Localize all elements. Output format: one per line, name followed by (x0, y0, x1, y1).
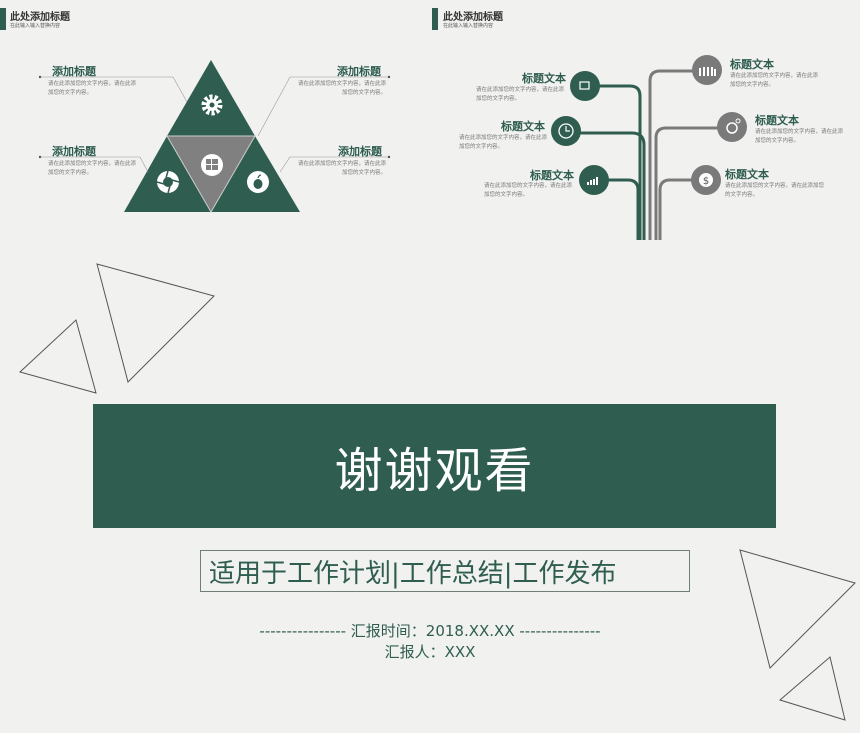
people-icon (692, 55, 722, 85)
item-desc: 请在此添加您的文字内容，请在此添加您的文字内容。 (725, 183, 825, 198)
item-desc: 请在此添加您的文字内容，请在此添加您的文字内容。 (755, 129, 844, 144)
clock-icon (551, 116, 581, 146)
item-label: 标题文本 (725, 168, 769, 181)
thanks-title: 谢谢观看 (334, 443, 535, 499)
slide-subtitle: 在此输入输入替换内容 (443, 23, 494, 29)
item-desc: 请在此添加您的文字内容，请在此添加您的文字内容。 (476, 87, 565, 102)
slide-thumbnail-tree[interactable]: 此处添加标题 在此输入输入替换内容 $ 标题文本 请在此添加您的文字内容，请在此… (430, 0, 860, 240)
item-label: 添加标题 (52, 65, 96, 78)
item-desc: 请在此添加您的文字内容，请在此添加您的文字内容。 (48, 161, 137, 176)
item-desc: 请在此添加您的文字内容，请在此添加您的文字内容。 (730, 73, 819, 88)
slide-title: 此处添加标题 (443, 12, 503, 23)
item-desc: 请在此添加您的文字内容，请在此添加您的文字内容。 (48, 81, 137, 96)
connector-lines (40, 76, 389, 173)
item-label: 添加标题 (337, 65, 381, 78)
item-desc: 请在此添加您的文字内容，请在此添加您的文字内容。 (297, 161, 386, 176)
item-desc: 请在此添加您的文字内容，请在此添加您的文字内容。 (459, 135, 548, 150)
title-accent-bar (432, 8, 438, 30)
reporter: 汇报人：XXX (384, 643, 476, 661)
triangle-outline (739, 549, 856, 669)
item-label: 标题文本 (530, 169, 574, 182)
edit-icon (570, 71, 600, 101)
item-desc: 请在此添加您的文字内容，请在此添加您的文字内容。 (484, 183, 573, 198)
slide-thumbnail-pyramid[interactable]: 此处添加标题 在此输入输入替换内容 添加标题 请在此添加您的文字内容，请在此添加… (0, 0, 430, 240)
item-label: 添加标题 (52, 145, 96, 158)
slide-title: 此处添加标题 (10, 12, 70, 23)
item-label: 标题文本 (501, 120, 545, 133)
item-label: 标题文本 (522, 72, 566, 85)
subtitle-box: 适用于工作计划|工作总结|工作发布 (200, 550, 690, 592)
item-label: 标题文本 (755, 114, 799, 127)
windows-icon (201, 154, 223, 176)
tree-diagram: $ (551, 55, 747, 240)
apple-icon (247, 171, 269, 193)
slide-subtitle: 在此输入输入替换内容 (10, 23, 61, 29)
thanks-banner: 谢谢观看 (93, 404, 776, 528)
triangle-outline (778, 656, 846, 721)
subtitle-text: 适用于工作计划|工作总结|工作发布 (209, 558, 617, 589)
dollar-icon: $ (691, 165, 721, 195)
item-label: 添加标题 (338, 145, 382, 158)
triangle-outline (96, 263, 215, 383)
item-desc: 请在此添加您的文字内容，请在此添加您的文字内容。 (297, 81, 386, 96)
report-time: ---------------- 汇报时间：2018.XX.XX -------… (259, 622, 601, 640)
gear-icon (201, 94, 223, 116)
chart-icon (579, 165, 609, 195)
pyramid-diagram (38, 60, 391, 213)
item-label: 标题文本 (730, 58, 774, 71)
svg-text:$: $ (703, 176, 709, 187)
aperture-icon (156, 170, 180, 194)
settings-icon (717, 112, 747, 142)
title-accent-bar (0, 8, 6, 30)
triangle-outline (19, 319, 97, 394)
